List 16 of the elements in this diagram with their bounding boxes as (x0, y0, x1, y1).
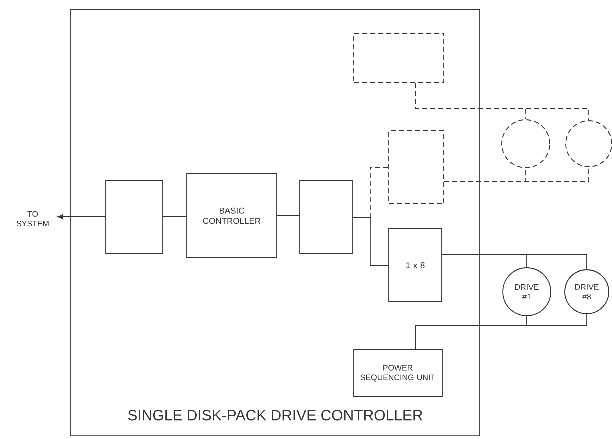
block-box (106, 180, 164, 254)
connector-line (444, 167, 590, 182)
optional-block-box (388, 130, 444, 204)
terminal-label: TO SYSTEM (16, 211, 49, 227)
optional-block-box (354, 33, 444, 83)
optional-drive-circle (502, 120, 550, 168)
connector-line (416, 82, 590, 121)
connector-line (416, 314, 588, 350)
multiplexer-box: 1 x 8 (388, 228, 442, 302)
connector-line (442, 254, 588, 270)
arrow (58, 214, 106, 220)
connector-line (163, 216, 187, 218)
connector-line (353, 217, 389, 266)
controller-box: BASIC CONTROLLER (186, 174, 278, 258)
block-box (300, 180, 354, 254)
power-unit-box: POWER SEQUENCING UNIT (353, 350, 443, 398)
